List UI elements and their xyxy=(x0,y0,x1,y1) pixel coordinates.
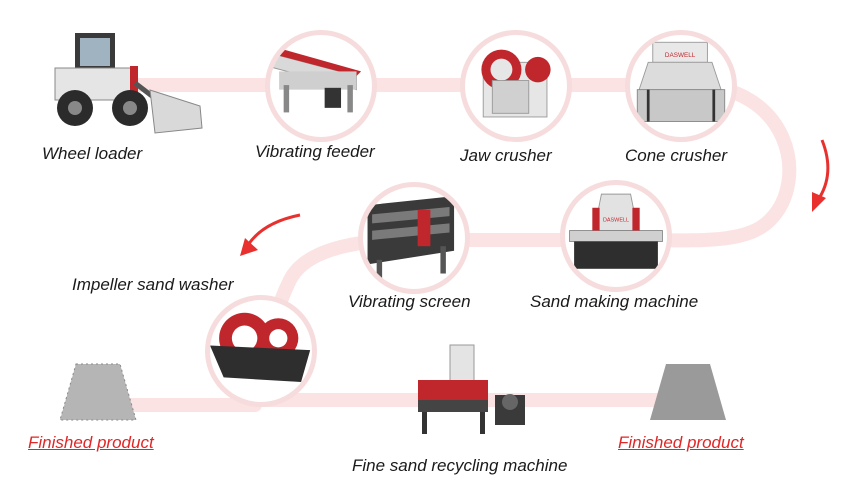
wheel-loader-icon xyxy=(54,33,203,134)
stage-node-vibrating-screen xyxy=(358,182,470,294)
stage-node-fine-sand-recycling-machine xyxy=(410,340,540,440)
jaw-crusher-icon xyxy=(481,49,551,118)
sand-pile-icon xyxy=(650,364,726,420)
finished-product-right xyxy=(648,362,728,422)
down-arrow-head xyxy=(812,192,826,212)
stage-node-vibrating-feeder xyxy=(265,30,377,142)
stage-label-cone-crusher: Cone crusher xyxy=(625,146,728,165)
vibrating-screen-icon xyxy=(367,196,455,279)
stage-node-impeller-sand-washer xyxy=(205,295,317,407)
vibrating-feeder-icon xyxy=(270,47,362,113)
brand-mark: DASWELL xyxy=(603,217,629,223)
impeller-sand-washer-icon xyxy=(210,312,311,382)
finished-product-left xyxy=(58,362,138,422)
stage-label-fine-sand-recycling-machine: Fine sand recycling machine xyxy=(352,456,568,475)
left-arrow-head xyxy=(240,238,258,256)
stage-label-impeller-sand-washer: Impeller sand washer xyxy=(72,275,234,294)
stage-label-vibrating-screen: Vibrating screen xyxy=(348,292,471,311)
stage-node-wheel-loader xyxy=(40,28,210,148)
left-arrow-icon xyxy=(246,213,301,246)
stage-label-sand-making-machine: Sand making machine xyxy=(530,292,699,311)
stage-label-jaw-crusher: Jaw crusher xyxy=(460,146,552,165)
fine-sand-recycling-machine-icon xyxy=(418,344,525,434)
down-arrow-icon xyxy=(816,139,830,201)
stage-node-sand-making-machine: DASWELL xyxy=(560,180,672,292)
cone-crusher-icon: DASWELL xyxy=(636,41,726,122)
stage-node-jaw-crusher xyxy=(460,30,572,142)
finished-product-label-left: Finished product xyxy=(28,433,154,452)
sand-making-machine-icon: DASWELL xyxy=(569,193,663,269)
stage-node-cone-crusher: DASWELL xyxy=(625,30,737,142)
gravel-pile-icon xyxy=(59,363,137,421)
stage-label-wheel-loader: Wheel loader xyxy=(42,144,143,163)
stage-label-vibrating-feeder: Vibrating feeder xyxy=(255,142,375,161)
finished-product-label-right: Finished product xyxy=(618,433,744,452)
brand-mark: DASWELL xyxy=(665,52,696,59)
